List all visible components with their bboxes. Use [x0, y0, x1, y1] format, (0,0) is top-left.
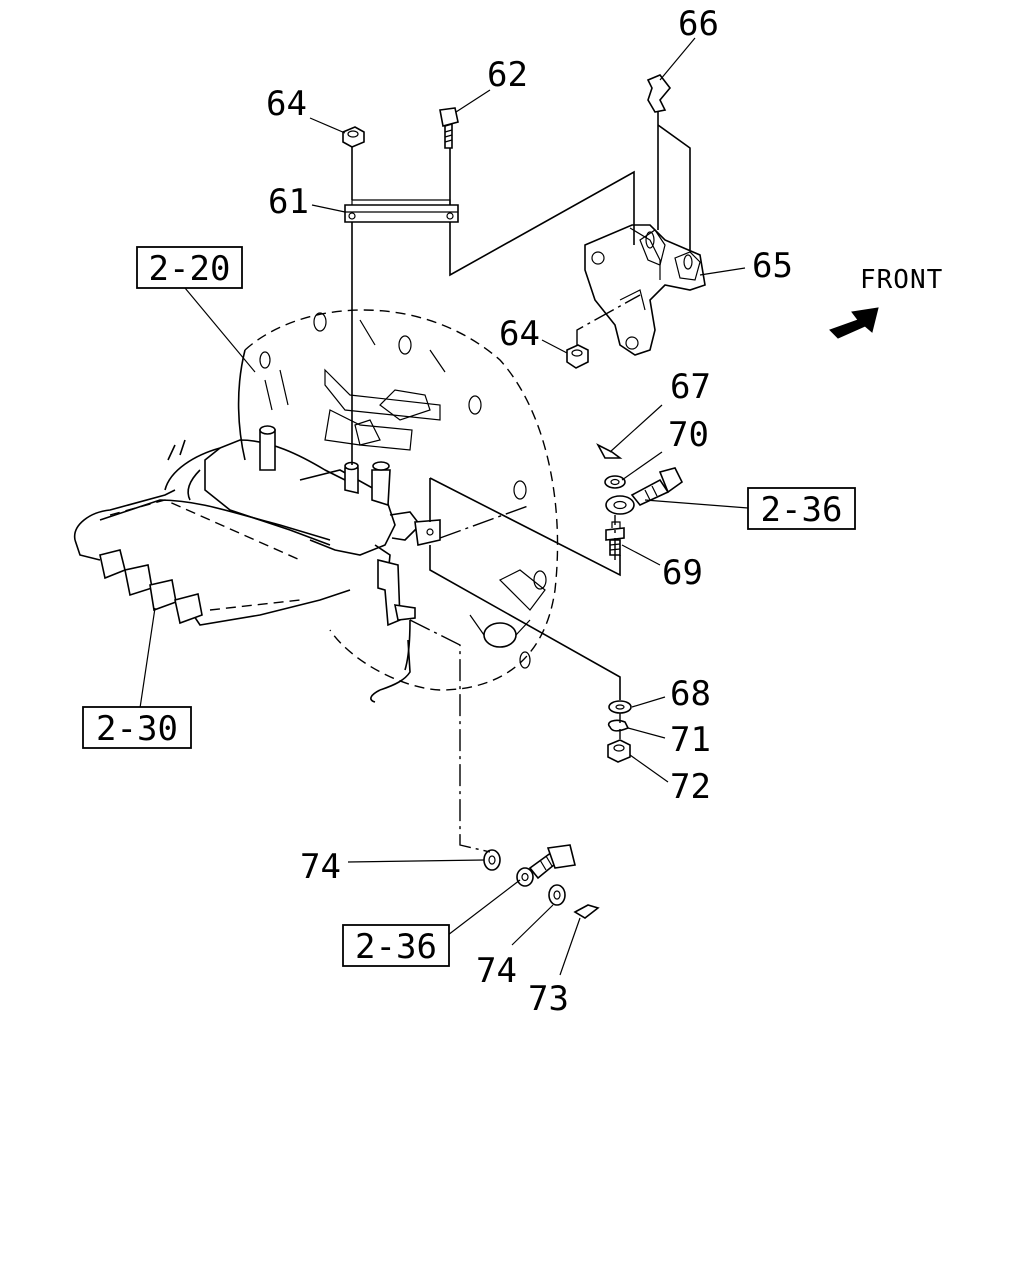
washer-68	[608, 700, 632, 714]
nut-72	[607, 739, 631, 763]
ref-box-2-36-bottom[interactable]: 2-36	[342, 924, 450, 967]
front-direction-label: FRONT	[860, 265, 943, 295]
ref-box-2-30[interactable]: 2-30	[82, 706, 192, 749]
leader-lines	[139, 37, 749, 976]
callout-64-top: 64	[266, 84, 307, 124]
ref-2-30-label[interactable]: 2-30	[96, 709, 178, 749]
front-arrow	[829, 307, 879, 339]
nut-64-mid	[566, 344, 589, 369]
connector-lines	[351, 112, 691, 853]
callout-68: 68	[670, 674, 711, 714]
callout-64-mid: 64	[499, 314, 540, 354]
clip-66	[646, 74, 672, 113]
washer-70	[604, 475, 626, 489]
callout-69: 69	[662, 553, 703, 593]
callout-74-bottom: 74	[476, 951, 517, 991]
washer-74-bottom	[548, 884, 566, 906]
ref-box-2-20[interactable]: 2-20	[136, 246, 243, 289]
callout-65: 65	[752, 246, 793, 286]
callout-74-left: 74	[300, 847, 341, 887]
callout-71: 71	[670, 720, 711, 760]
transmission-housing	[237, 309, 559, 691]
callout-66: 66	[678, 4, 719, 44]
transmission-body	[74, 425, 441, 703]
washer-74-left	[483, 849, 501, 871]
bottom-banjo-fitting	[516, 844, 576, 887]
callout-73: 73	[528, 979, 569, 1019]
callout-61: 61	[268, 182, 309, 222]
ref-2-36-bottom-label[interactable]: 2-36	[355, 927, 437, 967]
nut-64-top	[342, 126, 365, 148]
callouts: 64 62 61 66 65 64 67 70 69 68 71 72 74 7…	[266, 4, 793, 1019]
lock-washer-71	[607, 719, 630, 732]
callout-62: 62	[487, 55, 528, 95]
bolt-62	[439, 107, 459, 149]
callout-72: 72	[670, 767, 711, 807]
clip-73	[573, 904, 600, 919]
bracket-61	[344, 199, 459, 223]
ref-box-2-36-right[interactable]: 2-36	[747, 487, 856, 530]
callout-67: 67	[670, 367, 711, 407]
banjo-fitting	[605, 467, 684, 515]
callout-70: 70	[668, 415, 709, 455]
ref-2-20-label[interactable]: 2-20	[149, 249, 231, 289]
bracket-65	[584, 224, 706, 356]
ref-2-36-right-label[interactable]: 2-36	[761, 490, 843, 530]
clip-67	[596, 443, 623, 459]
